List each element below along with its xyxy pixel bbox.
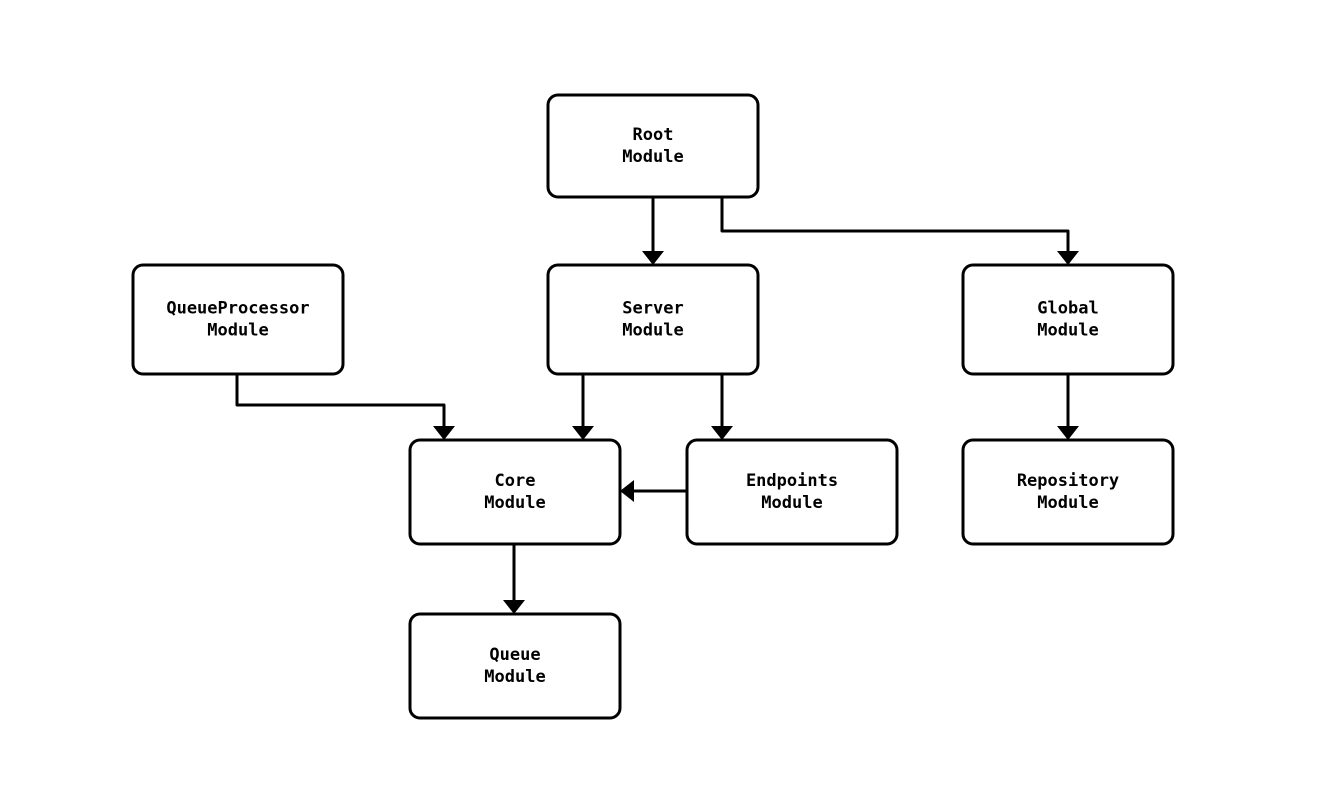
node-box[interactable] [131, 263, 345, 376]
edge-line [235, 374, 446, 430]
node-label-line1: Repository [1017, 471, 1119, 491]
node-label-line1: Root [633, 125, 674, 145]
node-label-line2: Module [622, 321, 683, 341]
edge-global-to-repository [1057, 374, 1079, 440]
node-label-line2: Module [207, 321, 268, 341]
edge-server-to-endpoints [711, 374, 733, 440]
node-box[interactable] [408, 612, 622, 720]
node-label-line1: QueueProcessor [166, 299, 309, 319]
node-label-line2: Module [622, 147, 683, 167]
edge-root-to-server [642, 197, 664, 265]
edge-arrowhead-icon [572, 426, 594, 440]
edge-arrowhead-icon [503, 600, 525, 614]
node-label-line1: Global [1037, 299, 1098, 319]
edge-arrowhead-icon [620, 480, 634, 502]
node-label-line2: Module [484, 667, 545, 687]
node-label-line2: Module [1037, 321, 1098, 341]
node-label-line2: Module [761, 493, 822, 513]
node-label-line2: Module [1037, 493, 1098, 513]
node-box[interactable] [685, 438, 899, 546]
edge-line [720, 197, 1070, 255]
edge-core-to-queue [503, 544, 525, 614]
edge-arrowhead-icon [1057, 426, 1079, 440]
node-box[interactable] [961, 263, 1175, 376]
edge-arrowhead-icon [642, 251, 664, 265]
node-label-line1: Core [495, 471, 536, 491]
node-box[interactable] [408, 438, 622, 546]
edge-arrowhead-icon [711, 426, 733, 440]
node-label-line1: Endpoints [746, 471, 838, 491]
edges-layer [235, 197, 1079, 614]
node-box[interactable] [961, 438, 1175, 546]
node-box[interactable] [546, 93, 760, 199]
edge-arrowhead-icon [433, 426, 455, 440]
edge-endpoints-to-core [620, 480, 687, 502]
edge-arrowhead-icon [1057, 251, 1079, 265]
edge-server-to-core [572, 374, 594, 440]
node-box[interactable] [546, 263, 760, 376]
edge-root-to-global [720, 197, 1079, 265]
node-label-line1: Queue [489, 645, 540, 665]
node-label-line2: Module [484, 493, 545, 513]
node-label-line1: Server [622, 299, 683, 319]
edge-queueprocessor-to-core [235, 374, 455, 440]
